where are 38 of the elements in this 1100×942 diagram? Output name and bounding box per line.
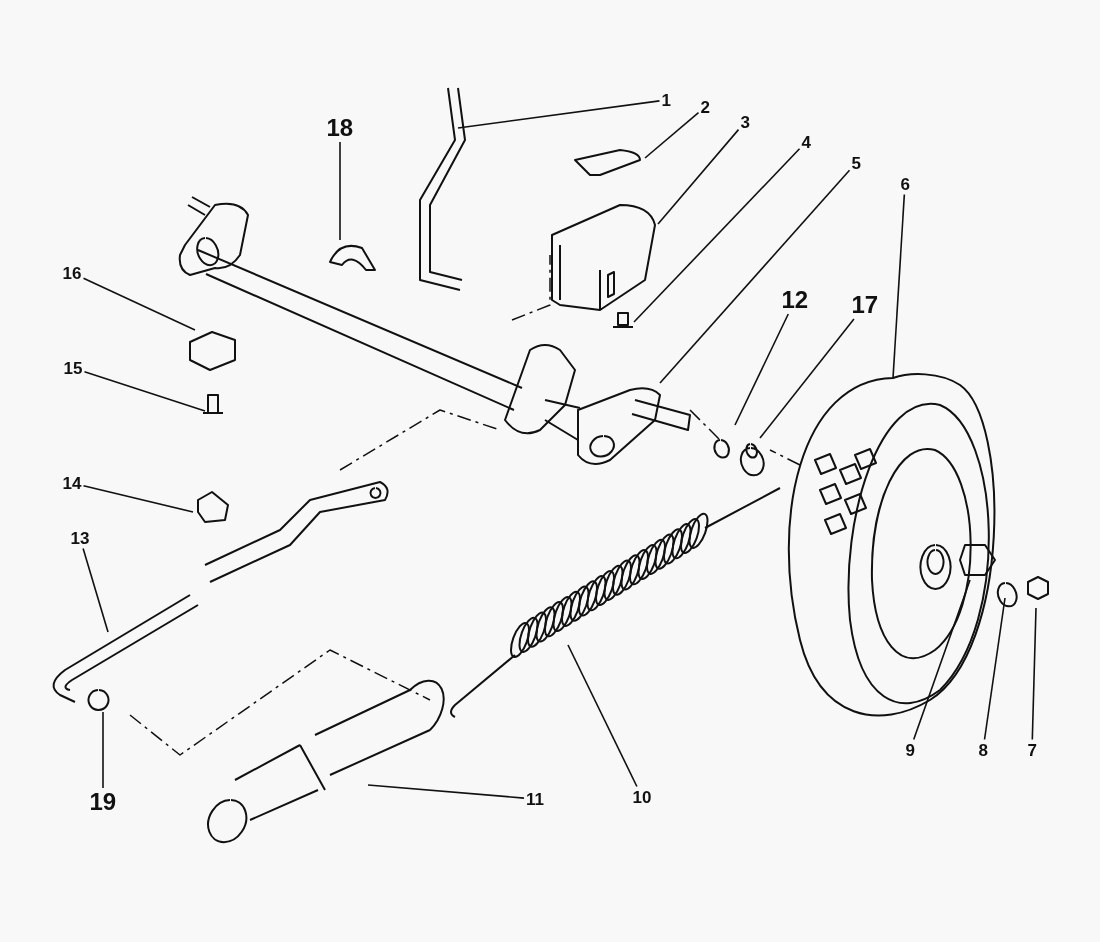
callout-number: 16 bbox=[62, 264, 82, 282]
callout-number: 10 bbox=[632, 788, 652, 806]
leader-line bbox=[82, 547, 109, 633]
callout-number: 7 bbox=[1027, 741, 1037, 759]
callout-number: 17 bbox=[851, 293, 879, 317]
leader-line bbox=[644, 111, 700, 159]
leader-line bbox=[983, 597, 1006, 741]
callout-number: 3 bbox=[740, 113, 750, 131]
leader-line bbox=[82, 277, 196, 331]
leader-line bbox=[759, 318, 855, 439]
callout-number: 19 bbox=[89, 790, 117, 814]
callout-number: 8 bbox=[978, 741, 988, 759]
leader-line bbox=[912, 579, 971, 741]
callout-number: 5 bbox=[851, 154, 861, 172]
leader-line bbox=[1031, 607, 1037, 741]
callout-number: 18 bbox=[326, 116, 354, 140]
leader-line bbox=[102, 711, 104, 789]
callout-number: 12 bbox=[781, 288, 809, 312]
callout-number: 11 bbox=[526, 790, 544, 808]
leader-line bbox=[82, 484, 194, 513]
callout-number: 4 bbox=[801, 133, 811, 151]
callout-number: 13 bbox=[70, 529, 90, 547]
callout-number: 1 bbox=[661, 91, 671, 109]
leader-line bbox=[659, 169, 851, 384]
leader-line bbox=[339, 141, 341, 241]
callout-number: 9 bbox=[905, 741, 915, 759]
leader-line bbox=[567, 644, 638, 788]
leader-line bbox=[657, 128, 740, 225]
callout-number: 14 bbox=[62, 474, 82, 492]
leader-line bbox=[633, 148, 801, 323]
leader-line bbox=[734, 313, 790, 426]
callout-number: 6 bbox=[900, 175, 910, 193]
leader-line bbox=[83, 370, 206, 412]
callout-number: 2 bbox=[700, 98, 710, 116]
callout-number: 15 bbox=[63, 359, 83, 377]
leader-line bbox=[892, 193, 906, 379]
leader-line bbox=[457, 100, 661, 129]
leader-line bbox=[367, 784, 525, 799]
